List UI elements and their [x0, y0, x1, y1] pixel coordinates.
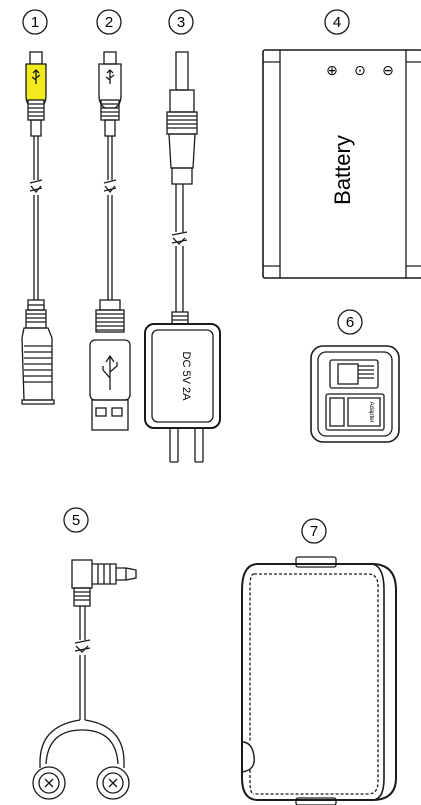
item-3-number: 3 [177, 14, 185, 31]
case-body [242, 564, 396, 800]
item-5-number: 5 [72, 512, 80, 529]
item-7-number: 7 [310, 523, 318, 540]
item-5-earphones: 5 [33, 508, 136, 799]
usb-trident-icon [106, 70, 114, 84]
item-4-number: 4 [333, 14, 341, 31]
item-6-memory-card: 6 Adapter [311, 310, 399, 442]
usb-trident-icon [103, 356, 117, 390]
item-4-battery: 4 ⊕ ⊙ ⊖ Battery [263, 10, 421, 278]
item-1-number: 1 [31, 14, 39, 31]
item-2-number: 2 [105, 14, 113, 31]
item-1-usb-av-cable: 1 [22, 10, 54, 404]
battery-polarity-t: ⊙ [354, 62, 366, 78]
item-7-carry-case: 7 [242, 519, 396, 805]
adapter-rating-label: DC 5V 2A [180, 352, 192, 402]
item-3-dc-adapter: 3 DC 5V 2A [145, 10, 220, 462]
item-6-number: 6 [346, 314, 354, 331]
battery-label: Battery [330, 135, 355, 205]
item-2-usb-cable: 2 [90, 10, 130, 430]
battery-polarity-minus: ⊖ [382, 62, 394, 78]
battery-polarity-plus: ⊕ [326, 62, 338, 78]
card-adapter-label: Adapter [368, 401, 374, 422]
